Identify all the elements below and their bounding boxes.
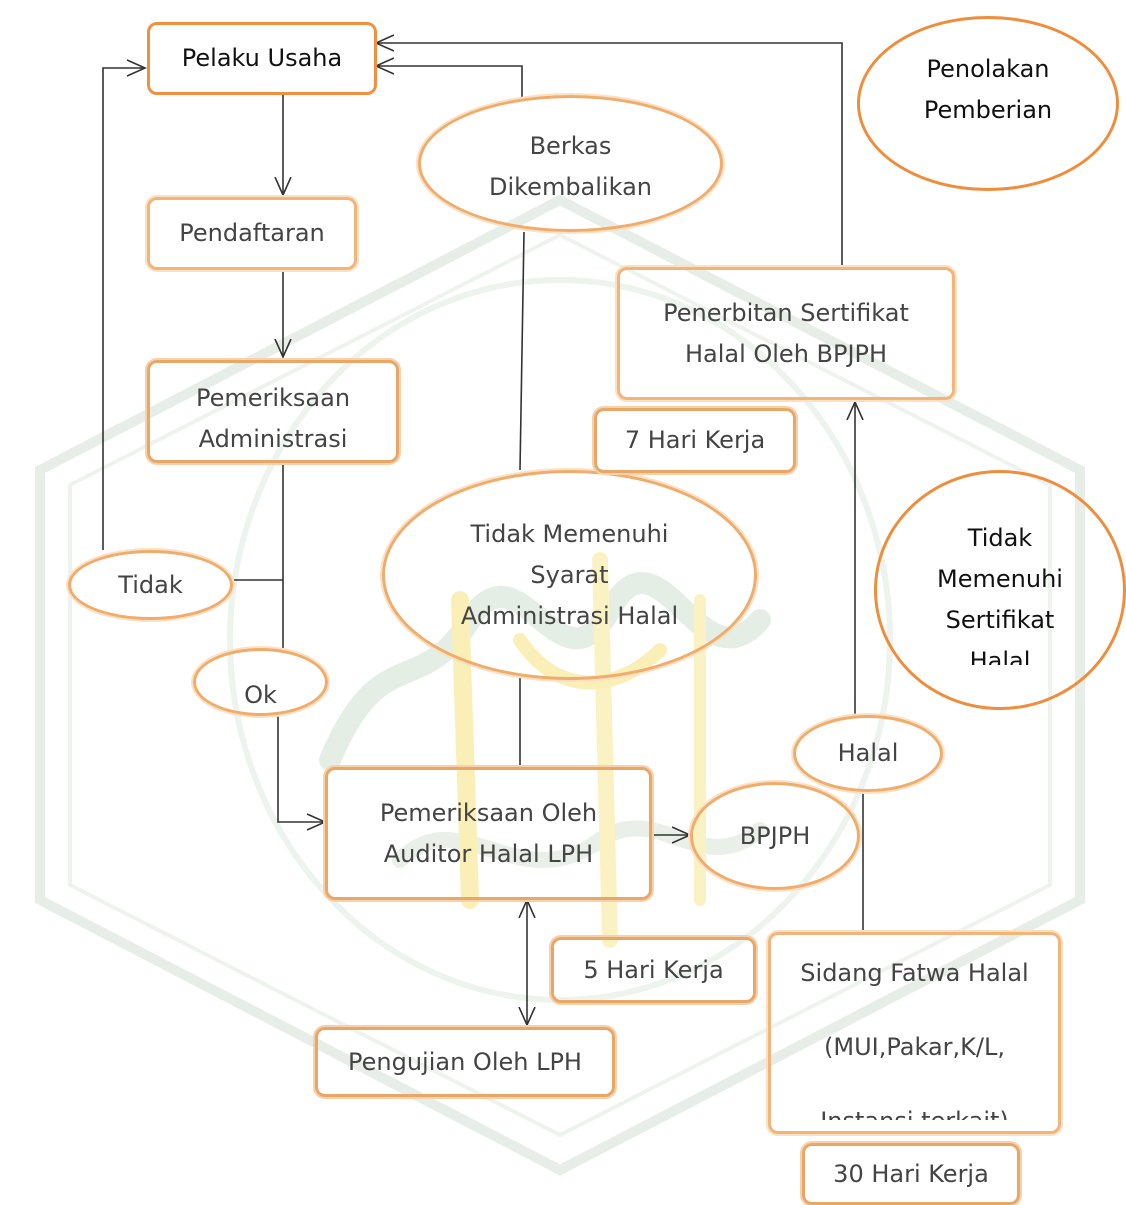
- lima-hari-kerja-label: 5 Hari Kerja: [583, 955, 724, 984]
- pengujian-lph-box: Pengujian Oleh LPH: [315, 1027, 615, 1097]
- tidak-memenuhi-sertifikat-label: Tidak Memenuhi Sertifikat Halal: [937, 524, 1063, 665]
- halal-label: Halal: [837, 739, 899, 767]
- pemeriksaan-auditor-label: Pemeriksaan Oleh Auditor Halal LPH: [379, 798, 598, 868]
- edge-berkas-pelaku: [376, 66, 523, 98]
- pemeriksaan-administrasi-label: Pemeriksaan Administrasi: [195, 384, 351, 453]
- sidang-fatwa-box: Sidang Fatwa Halal (MUI,Pakar,K/L, Insta…: [768, 932, 1061, 1134]
- sidang-fatwa-label: Sidang Fatwa Halal (MUI,Pakar,K/L, Insta…: [800, 959, 1029, 1120]
- tidak-memenuhi-syarat-ellipse: Tidak Memenuhi Syarat Administrasi Halal: [382, 470, 757, 680]
- tujuh-hari-kerja-label: 7 Hari Kerja: [624, 426, 766, 454]
- tidak-ellipse: Tidak: [68, 550, 233, 620]
- edge-ok-auditor: [277, 715, 325, 822]
- pendaftaran-label: Pendaftaran: [179, 219, 325, 247]
- lima-hari-kerja-box: 5 Hari Kerja: [551, 937, 756, 1003]
- edge-syarat-berkas: [519, 231, 525, 471]
- edge-penerbitan-pelaku: [376, 43, 843, 265]
- tidak-label: Tidak: [118, 570, 183, 599]
- pendaftaran-box: Pendaftaran: [147, 197, 357, 270]
- ok-label: Ok: [244, 681, 277, 709]
- bpjph-ellipse: BPJPH: [690, 782, 860, 890]
- pelaku-usaha-label: Pelaku Usaha: [181, 44, 343, 72]
- pemeriksaan-administrasi-box: Pemeriksaan Administrasi: [147, 360, 399, 463]
- pemeriksaan-auditor-box: Pemeriksaan Oleh Auditor Halal LPH: [325, 767, 652, 900]
- penolakan-label: Penolakan Pemberian Sertifikat: [923, 55, 1053, 124]
- berkas-dikembalikan-ellipse: Berkas Dikembalikan: [418, 95, 723, 232]
- tidak-memenuhi-syarat-label: Tidak Memenuhi Syarat Administrasi Halal: [460, 519, 679, 630]
- penerbitan-sertifikat-box: Penerbitan Sertifikat Halal Oleh BPJPH: [617, 267, 955, 400]
- tiga-puluh-hari-kerja-box: 30 Hari Kerja: [802, 1143, 1020, 1205]
- halal-ellipse: Halal: [793, 715, 943, 792]
- bpjph-label: BPJPH: [739, 821, 811, 850]
- penolakan-ellipse: Penolakan Pemberian Sertifikat: [857, 16, 1119, 191]
- edge-tidak-pelaku: [102, 68, 145, 550]
- berkas-dikembalikan-label: Berkas Dikembalikan: [488, 132, 652, 201]
- pengujian-lph-label: Pengujian Oleh LPH: [348, 1047, 582, 1076]
- penerbitan-sertifikat-label: Penerbitan Sertifikat Halal Oleh BPJPH: [663, 298, 909, 368]
- pelaku-usaha-box: Pelaku Usaha: [147, 22, 377, 95]
- tiga-puluh-hari-kerja-label: 30 Hari Kerja: [833, 1159, 989, 1188]
- tujuh-hari-kerja-box: 7 Hari Kerja: [594, 408, 796, 473]
- tidak-memenuhi-sertifikat-ellipse: Tidak Memenuhi Sertifikat Halal: [874, 470, 1126, 710]
- ok-ellipse: Ok: [193, 648, 328, 716]
